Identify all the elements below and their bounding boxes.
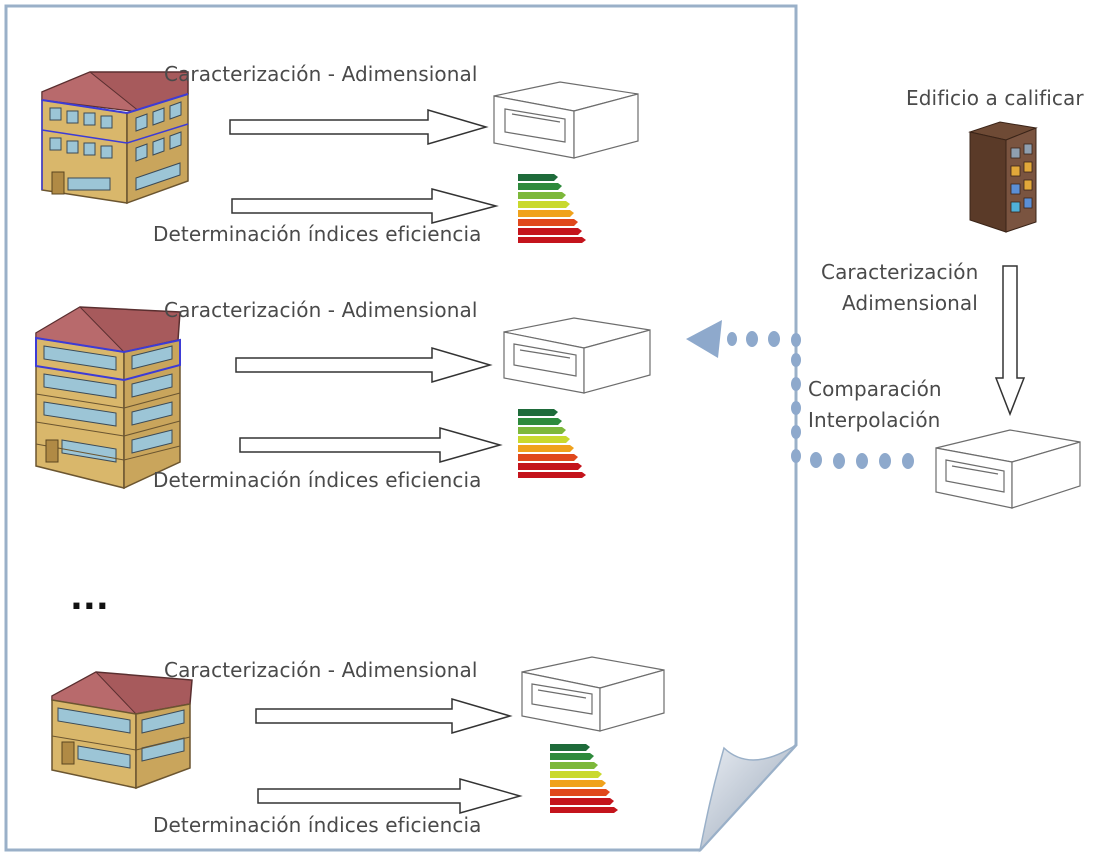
building-four-storey [41, 71, 189, 205]
characterization-arrow-2 [235, 346, 493, 384]
efficiency-label-2: Determinación índices eficiencia [153, 468, 482, 492]
efficiency-label-3: Determinación índices eficiencia [153, 813, 482, 837]
efficiency-arrow-2 [239, 427, 503, 463]
characterization-label-3: Caracterización - Adimensional [164, 658, 478, 682]
box-model-3 [521, 656, 665, 732]
efficiency-arrow-3 [257, 778, 523, 814]
energy-label-1 [518, 174, 586, 243]
characterization-arrow-1 [229, 108, 489, 146]
box-model-target [935, 429, 1081, 509]
building-five-storey [35, 306, 181, 490]
ellipsis: ... [70, 578, 109, 618]
characterization-arrow-3 [255, 697, 513, 735]
target-building [968, 121, 1038, 233]
comparison-label: Comparación [808, 377, 942, 401]
energy-label-3 [550, 744, 618, 813]
box-model-1 [493, 81, 639, 159]
down-arrow [994, 265, 1026, 417]
characterization-label-1: Caracterización - Adimensional [164, 62, 478, 86]
right-characterization-line2: Adimensional [842, 291, 978, 315]
comparison-arrowhead [686, 320, 722, 358]
building-two-storey [51, 671, 193, 790]
target-building-title: Edificio a calificar [906, 86, 1084, 110]
energy-label-2 [518, 409, 586, 478]
page-curl [698, 744, 797, 853]
efficiency-label-1: Determinación índices eficiencia [153, 222, 482, 246]
characterization-label-2: Caracterización - Adimensional [164, 298, 478, 322]
interpolation-label: Interpolación [808, 408, 941, 432]
efficiency-arrow-1 [231, 188, 499, 224]
box-model-2 [503, 317, 651, 394]
comparison-dotted-path [686, 320, 914, 469]
right-characterization-line1: Caracterización [821, 260, 979, 284]
